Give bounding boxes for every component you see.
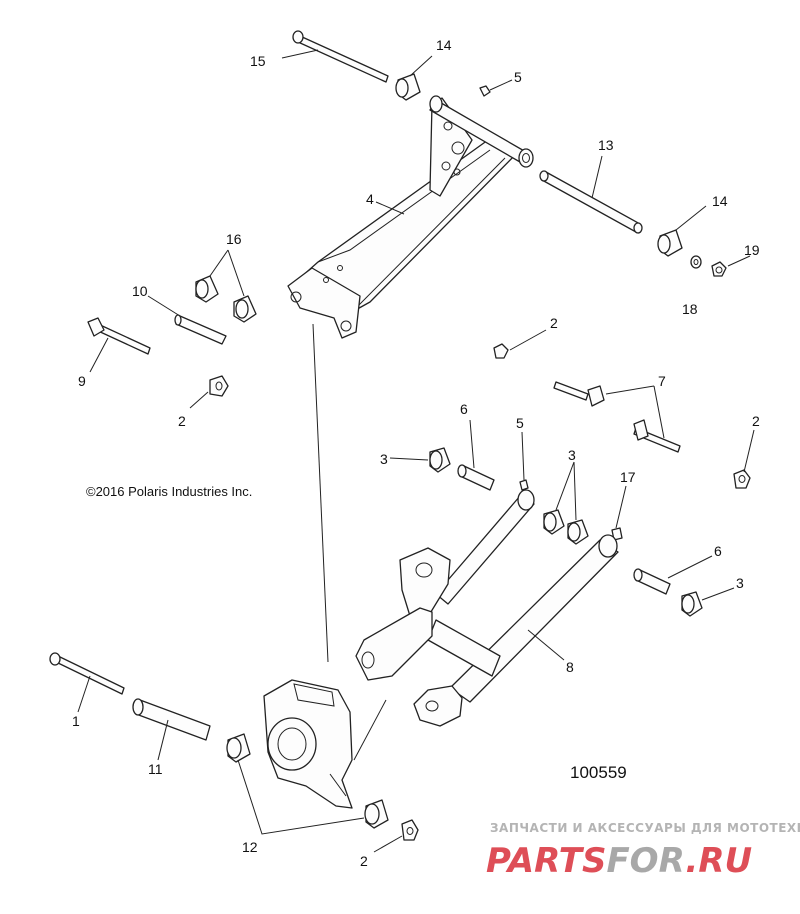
sleeve-part-6-right [633, 568, 671, 595]
watermark-tagline: ЗАПЧАСТИ И АКСЕССУАРЫ ДЛЯ МОТОТЕХНИКИ [490, 821, 800, 835]
nut-part-19 [711, 261, 727, 277]
grease-fitting-part-5-lower [519, 479, 529, 491]
callout-4: 4 [366, 191, 374, 207]
callout-18: 18 [682, 301, 698, 317]
assembly-lines [312, 323, 387, 761]
washer-part-18 [690, 255, 702, 269]
callout-7: 7 [658, 373, 666, 389]
bushings-part-12 [226, 733, 389, 829]
callout-1: 1 [72, 713, 80, 729]
callout-14-right: 14 [712, 193, 728, 209]
bushing-part-3-left [429, 447, 451, 473]
callout-10: 10 [132, 283, 148, 299]
bearing-carrier-knuckle [263, 679, 353, 809]
callout-2-right: 2 [752, 413, 760, 429]
callout-16: 16 [226, 231, 242, 247]
lower-control-arm-part-8 [355, 489, 619, 727]
bushings-part-3-centre [543, 509, 589, 545]
upper-control-arm-part-4 [287, 95, 534, 339]
callout-3-centre: 3 [568, 447, 576, 463]
nut-part-2-mid [493, 343, 509, 359]
callout-9: 9 [78, 373, 86, 389]
nut-part-2-bottom [401, 819, 419, 841]
callout-19: 19 [744, 242, 760, 258]
leader-lines [77, 49, 755, 853]
bushings-part-16 [195, 275, 257, 323]
callout-3-right: 3 [736, 575, 744, 591]
sleeve-part-11 [132, 698, 211, 741]
nut-part-2-right [733, 469, 751, 489]
callout-2-bottom: 2 [360, 853, 368, 869]
callout-6-right: 6 [714, 543, 722, 559]
callout-12: 12 [242, 839, 258, 855]
callout-3-left: 3 [380, 451, 388, 467]
bolt-part-15 [292, 30, 389, 83]
watermark: ЗАПЧАСТИ И АКСЕССУАРЫ ДЛЯ МОТОТЕХНИКИ PA… [486, 821, 800, 881]
bushing-part-14-right [657, 229, 683, 257]
callout-13: 13 [598, 137, 614, 153]
callout-5-top: 5 [514, 69, 522, 85]
callout-8: 8 [566, 659, 574, 675]
bushing-part-14-top [395, 73, 421, 101]
watermark-logo: PARTSFOR.RU [486, 841, 752, 881]
grease-fitting-part-5-top [479, 85, 491, 97]
bolt-part-9 [87, 317, 151, 355]
bushing-part-3-right [681, 591, 703, 617]
callout-11: 11 [148, 761, 163, 777]
callout-5-lower: 5 [516, 415, 524, 431]
pivot-shaft-part-13 [539, 170, 643, 234]
callout-17: 17 [620, 469, 636, 485]
copyright-notice: ©2016 Polaris Industries Inc. [86, 484, 252, 499]
bolts-part-7 [553, 381, 681, 453]
sleeve-part-6-left [457, 464, 495, 491]
callout-15: 15 [250, 53, 266, 69]
callout-2-left: 2 [178, 413, 186, 429]
callout-2-mid: 2 [550, 315, 558, 331]
nut-part-2-left [209, 375, 229, 397]
callout-14-top: 14 [436, 37, 452, 53]
callout-labels: 15 14 5 13 4 14 16 19 10 18 2 9 7 6 2 5 … [72, 37, 760, 869]
figure-number: 100559 [570, 763, 627, 782]
sleeve-part-10 [174, 314, 227, 345]
callout-6-left: 6 [460, 401, 468, 417]
bolt-part-1 [49, 652, 125, 695]
